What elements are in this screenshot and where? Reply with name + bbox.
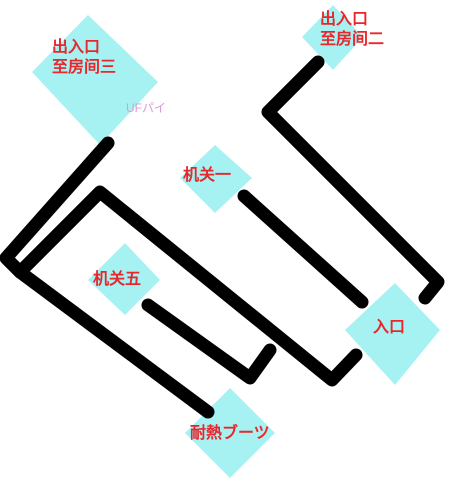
label-line: 至房间三 <box>52 59 117 76</box>
path-exit3-left <box>0 136 215 419</box>
label-line: 机关五 <box>93 271 142 288</box>
label-line: 耐熱ブーツ <box>190 425 270 442</box>
label-line: 至房间二 <box>320 31 385 48</box>
label-entrance: 入口 <box>373 318 405 338</box>
label-switch1: 机关一 <box>183 166 231 186</box>
label-line: 机关一 <box>183 167 232 184</box>
node-exit-room3[interactable] <box>32 15 158 145</box>
node-switch1[interactable] <box>180 145 252 213</box>
path-switch5-loop <box>141 298 277 385</box>
label-line: 出入口 <box>320 11 369 28</box>
label-boots: 耐熱ブーツ <box>190 424 270 444</box>
label-ufo: UFパイ <box>126 101 166 115</box>
path-exit2-entrance <box>261 55 445 305</box>
node-switch5[interactable] <box>88 243 160 315</box>
node-entrance[interactable] <box>345 283 440 385</box>
label-line: 入口 <box>373 319 406 336</box>
corridor-paths <box>0 55 445 419</box>
path-outer-loop <box>13 185 363 387</box>
path-switch1-entrance <box>237 189 369 309</box>
label-switch5: 机关五 <box>93 270 141 290</box>
label-exit-room3: 出入口 至房间三 <box>52 38 116 78</box>
label-line: 出入口 <box>52 39 101 56</box>
node-exit-room2[interactable] <box>302 5 363 70</box>
label-exit-room2: 出入口 至房间二 <box>320 10 384 50</box>
